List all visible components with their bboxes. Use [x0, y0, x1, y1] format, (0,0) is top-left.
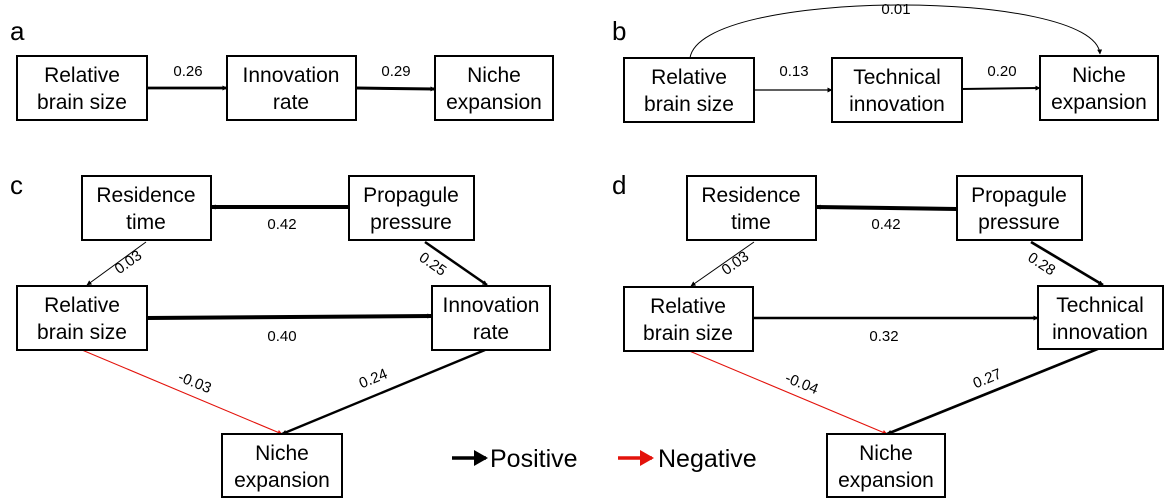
node-c-niche-expansion: Niche expansion [221, 433, 343, 498]
coef-d-brain-technical: 0.32 [869, 328, 898, 345]
node-b-relative-brain-size: Relative brain size [623, 57, 755, 123]
node-d-residence-line2: time [731, 211, 771, 234]
node-c-residence-line1: Residence [96, 184, 195, 207]
node-b-brain-line2: brain size [644, 93, 734, 116]
node-c-residence-line2: time [126, 211, 166, 234]
node-d-niche-expansion: Niche expansion [826, 433, 946, 498]
legend-negative-label: Negative [658, 445, 757, 473]
node-b-niche-line2: expansion [1051, 91, 1147, 114]
node-d-brain-line2: brain size [643, 322, 733, 345]
node-b-brain-line1: Relative [651, 66, 727, 89]
legend: Positive Negative [452, 445, 757, 473]
coef-d-residence-brain: 0.03 [719, 248, 753, 279]
node-d-residence-time: Residence time [686, 175, 817, 241]
coef-c-brain-niche: -0.03 [176, 369, 214, 398]
node-d-propagule-line1: Propagule [971, 184, 1067, 207]
node-d-technical-line1: Technical [1056, 294, 1144, 317]
coef-a-innovation-niche: 0.29 [381, 63, 410, 80]
legend-positive-label: Positive [490, 445, 578, 473]
coef-d-propagule-residence: 0.42 [871, 216, 900, 233]
node-b-niche-expansion: Niche expansion [1039, 55, 1159, 121]
node-c-propagule-line2: pressure [370, 211, 452, 234]
coef-b-brain-niche: 0.01 [881, 1, 910, 18]
edge-c-innovation-to-niche [281, 348, 486, 436]
node-c-relative-brain-size: Relative brain size [16, 285, 148, 351]
node-b-technical-innovation: Technical innovation [831, 57, 963, 123]
node-a-brain-line2: brain size [37, 91, 127, 114]
node-c-innovation-line1: Innovation [443, 294, 540, 317]
edge-c-residence-to-brain [86, 241, 147, 286]
node-c-niche-line1: Niche [255, 442, 309, 465]
coef-d-propagule-technical: 0.28 [1025, 249, 1059, 279]
node-d-technical-line2: innovation [1052, 321, 1148, 344]
edge-d-technical-to-niche [886, 346, 1101, 436]
node-c-brain-line1: Relative [44, 294, 120, 317]
panel-label-d: d [612, 170, 626, 200]
edge-a-innovation-to-niche [355, 86, 436, 92]
edge-d-brain-to-niche-negative [686, 349, 888, 435]
node-d-relative-brain-size: Relative brain size [623, 286, 754, 352]
node-a-niche-expansion: Niche expansion [434, 55, 554, 121]
node-c-innovation-rate: Innovation rate [431, 285, 551, 351]
edge-b-technical-to-niche [961, 85, 1041, 91]
panel-label-c: c [10, 170, 23, 200]
legend-positive-arrowhead [474, 450, 488, 466]
edge-d-propagule-to-technical [1030, 240, 1104, 287]
node-d-brain-line1: Relative [650, 295, 726, 318]
node-b-niche-line1: Niche [1072, 64, 1126, 87]
node-d-propagule-line2: pressure [978, 211, 1060, 234]
node-d-niche-line1: Niche [859, 442, 913, 465]
node-c-residence-time: Residence time [81, 175, 212, 241]
edge-d-propagule-to-residence [815, 204, 958, 211]
edge-c-brain-to-niche-negative [81, 349, 283, 435]
node-a-niche-line2: expansion [446, 91, 542, 114]
node-c-innovation-line2: rate [473, 321, 509, 344]
node-d-residence-line1: Residence [701, 184, 800, 207]
node-a-innovation-line2: rate [273, 91, 309, 114]
node-d-niche-line2: expansion [838, 469, 934, 492]
coef-c-propagule-innovation: 0.25 [416, 249, 450, 280]
coef-c-residence-brain: 0.03 [112, 247, 146, 278]
coef-b-technical-niche: 0.20 [987, 63, 1016, 80]
node-b-technical-line2: innovation [849, 93, 945, 116]
panel-label-a: a [10, 16, 25, 46]
node-c-propagule-pressure: Propagule pressure [348, 175, 475, 241]
node-a-brain-line1: Relative [44, 64, 120, 87]
node-d-propagule-pressure: Propagule pressure [956, 175, 1083, 241]
node-c-brain-line2: brain size [37, 321, 127, 344]
edge-b-brain-to-niche-curved [689, 4, 1103, 59]
coef-a-brain-innovation: 0.26 [173, 63, 202, 80]
node-b-technical-line1: Technical [853, 66, 941, 89]
coef-c-propagule-residence: 0.42 [267, 216, 296, 233]
panel-label-b: b [612, 16, 626, 46]
coef-b-brain-technical: 0.13 [779, 63, 808, 80]
node-c-niche-line2: expansion [234, 469, 330, 492]
edge-d-residence-to-brain [690, 241, 755, 287]
edge-c-brain-to-innovation [146, 313, 433, 320]
legend-negative-arrowhead [640, 450, 654, 466]
node-a-relative-brain-size: Relative brain size [16, 55, 148, 121]
node-a-innovation-rate: Innovation rate [226, 55, 357, 121]
node-a-innovation-line1: Innovation [243, 64, 340, 87]
node-c-propagule-line1: Propagule [363, 184, 459, 207]
coef-d-brain-niche: -0.04 [783, 370, 821, 399]
node-a-niche-line1: Niche [467, 64, 521, 87]
node-d-technical-innovation: Technical innovation [1037, 285, 1164, 350]
edge-c-propagule-to-innovation [424, 240, 488, 287]
coef-c-innovation-niche: 0.24 [357, 365, 390, 392]
coef-c-brain-innovation: 0.40 [267, 328, 296, 345]
